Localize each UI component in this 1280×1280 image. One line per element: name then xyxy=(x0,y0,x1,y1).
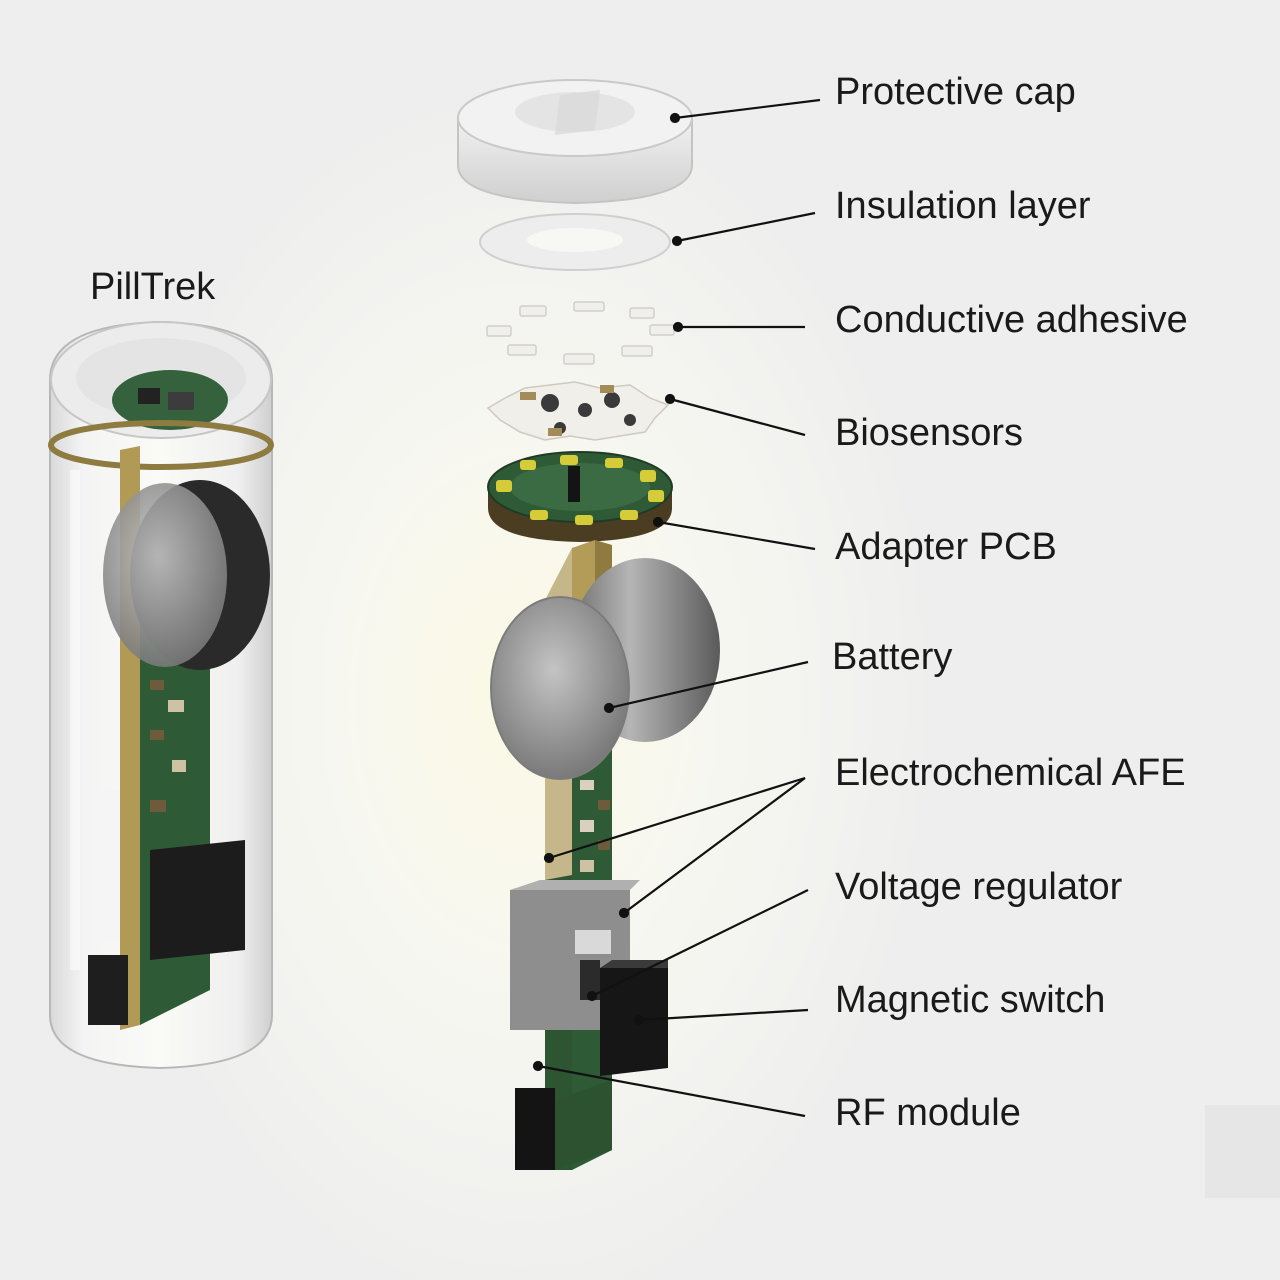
assembled-capsule xyxy=(48,320,274,1070)
leader-lines xyxy=(532,98,821,1118)
device-title: PillTrek xyxy=(90,266,216,308)
protective-cap-part xyxy=(457,79,693,205)
label-protective-cap: Protective cap xyxy=(835,71,1076,113)
label-battery: Battery xyxy=(832,636,953,678)
insulation-layer-part xyxy=(479,213,671,271)
lower-modules xyxy=(510,880,668,1170)
label-rf-module: RF module xyxy=(835,1092,1021,1134)
label-adapter-pcb: Adapter PCB xyxy=(835,526,1057,568)
corner-patch xyxy=(1205,1105,1280,1198)
exploded-view xyxy=(457,79,720,1170)
adapter-pcb-part xyxy=(487,451,673,542)
label-magnetic-switch: Magnetic switch xyxy=(835,979,1106,1021)
label-insulation-layer: Insulation layer xyxy=(835,185,1091,227)
label-electrochemical-afe: Electrochemical AFE xyxy=(835,752,1186,794)
label-biosensors: Biosensors xyxy=(835,412,1023,454)
label-voltage-regulator: Voltage regulator xyxy=(835,866,1123,908)
biosensors-part xyxy=(486,381,670,441)
battery-part xyxy=(490,558,720,780)
conductive-adhesive-part xyxy=(486,301,675,365)
label-conductive-adhesive: Conductive adhesive xyxy=(835,299,1188,341)
